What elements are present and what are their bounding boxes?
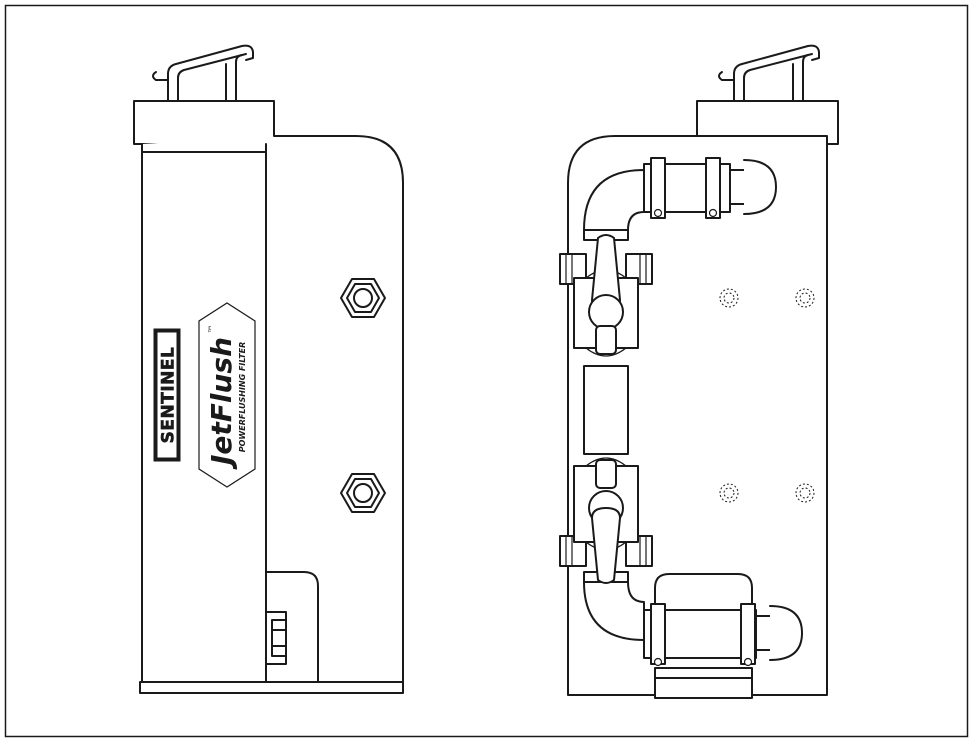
- back-carry-handle: [718, 44, 820, 101]
- sentinel-brand-text: SENTINEL: [159, 347, 179, 444]
- sentinel-logo: SENTINEL: [153, 328, 181, 462]
- side-drain-boss: [265, 571, 319, 683]
- back-view: [559, 44, 839, 699]
- lower-ball-valve: [559, 457, 653, 584]
- jetflush-subtitle: POWERFLUSHING FILTER: [238, 342, 247, 453]
- jetflush-badge-outline: [198, 302, 256, 488]
- bottom-outlet-block: [654, 573, 753, 699]
- side-carry-handle: [152, 44, 254, 101]
- figure-border: [4, 4, 969, 738]
- side-view: SENTINEL JetFlush ™ POWERFLUSHING FILTER: [133, 44, 404, 694]
- jetflush-trademark: ™: [208, 325, 218, 334]
- pipe-run: [583, 169, 645, 641]
- side-base-plate: [139, 681, 404, 694]
- side-hex-port-lower: [340, 473, 386, 513]
- jetflush-badge: JetFlush ™ POWERFLUSHING FILTER: [198, 302, 256, 488]
- upper-elbow-coupling: [643, 157, 777, 219]
- side-housing-body: [141, 135, 404, 683]
- lower-elbow-coupling: [643, 603, 803, 667]
- side-hex-port-upper: [340, 278, 386, 318]
- upper-ball-valve: [559, 234, 653, 357]
- jetflush-product-name: JetFlush: [205, 337, 238, 470]
- mounting-points: [719, 288, 815, 503]
